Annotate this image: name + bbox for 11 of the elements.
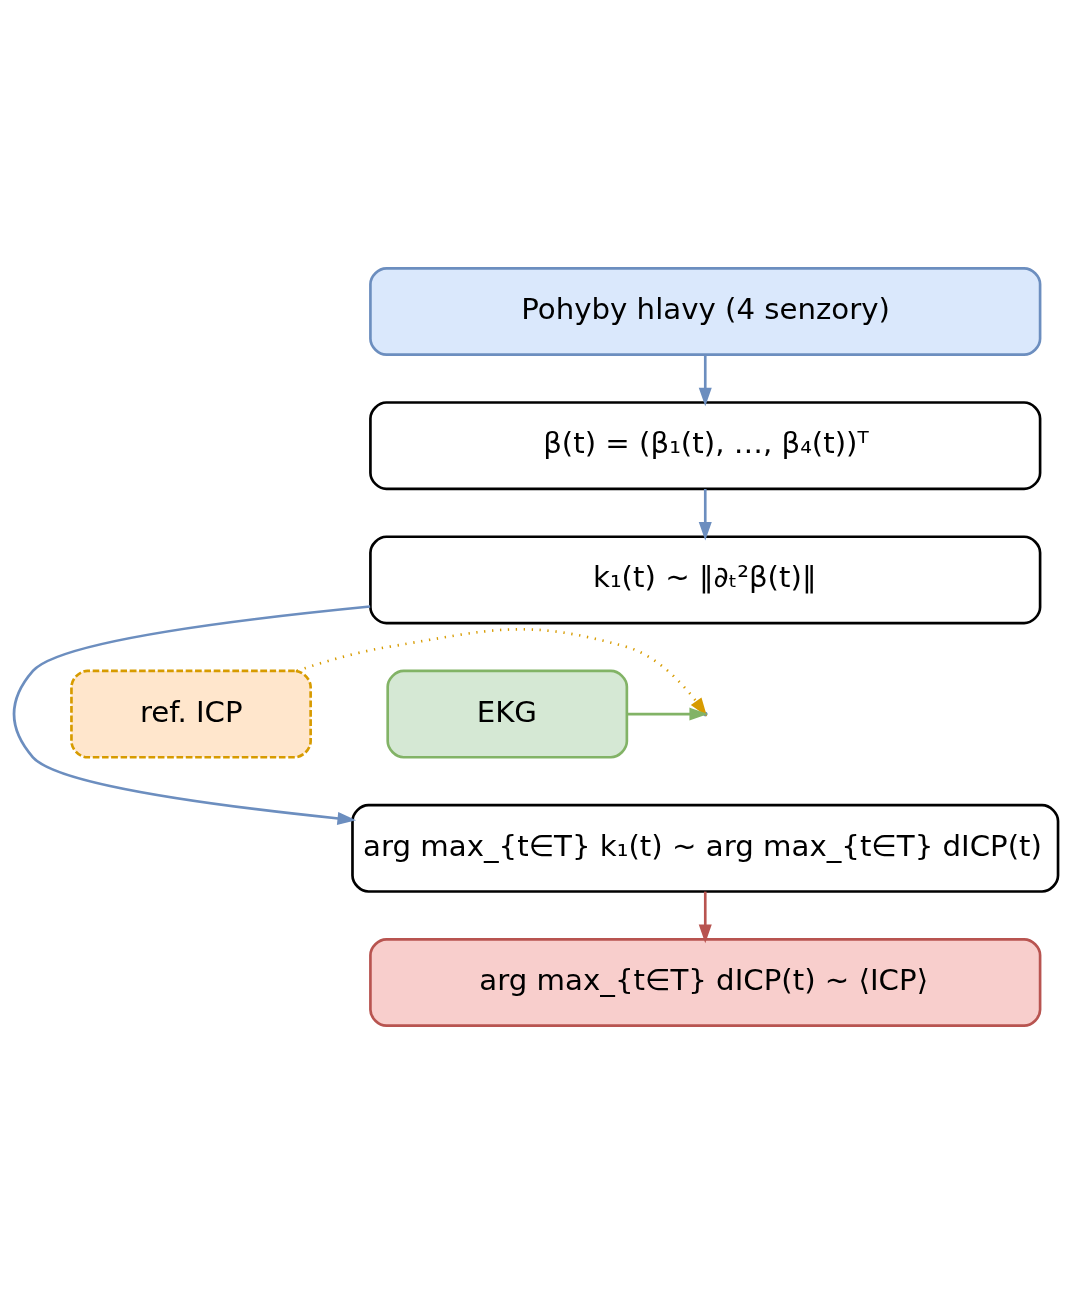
arrow — [698, 891, 712, 943]
node-box: β(t) = (β₁(t), …, β₄(t))ᵀ — [369, 400, 1042, 490]
node-box: k₁(t) ∼ ‖∂ₜ²β(t)‖ — [369, 534, 1042, 624]
node-box: Pohyby hlavy (4 senzory) — [369, 266, 1042, 356]
arrow — [12, 604, 371, 825]
node-box: ref. ICP — [70, 669, 312, 759]
node-box: EKG — [386, 669, 629, 759]
arrow — [698, 354, 712, 406]
arrow — [698, 488, 712, 541]
node-box: arg max_{t∈T} k₁(t) ∼ arg max_{t∈T} dICP(t) — [351, 803, 1060, 893]
node-box: arg max_{t∈T} dICP(t) ∼ ⟨ICP⟩ — [369, 937, 1042, 1027]
